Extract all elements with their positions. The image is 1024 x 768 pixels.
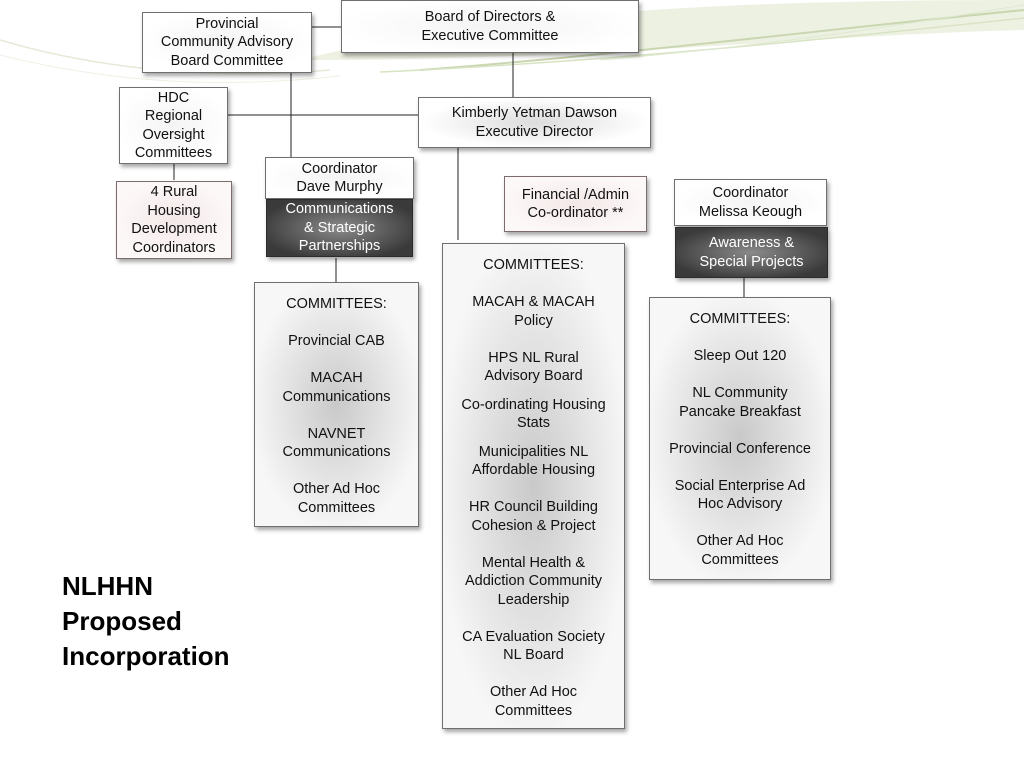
executive-director-box: Kimberly Yetman Dawson Executive Directo… — [418, 97, 651, 148]
committees-right-item: Provincial Conference — [669, 440, 811, 457]
rural-housing-box: 4 Rural Housing Development Coordinators — [116, 181, 232, 259]
coordinator-dave-line-1: Coordinator — [301, 160, 378, 177]
communications-line-3: Partnerships — [298, 238, 381, 255]
committees-left-box: COMMITTEES: Provincial CAB MACAH Communi… — [254, 282, 419, 527]
financial-admin-line-1: Financial /Admin — [521, 186, 630, 203]
committees-center-item: Mental Health & Addiction Community Lead… — [465, 554, 602, 608]
communications-line-2: & Strategic — [304, 219, 375, 236]
hdc-line-3: Oversight — [142, 126, 205, 143]
hdc-box: HDC Regional Oversight Committees — [119, 87, 228, 164]
financial-admin-line-2: Co-ordinator ** — [527, 205, 624, 221]
coordinator-melissa-line-2: Melissa Keough — [698, 203, 803, 220]
coordinator-melissa-box: Coordinator Melissa Keough — [674, 179, 827, 226]
rural-housing-line-2: Housing — [147, 202, 201, 219]
executive-director-line-2: Executive Director — [475, 123, 594, 140]
committees-center-item: CA Evaluation Society NL Board — [462, 628, 605, 664]
provincial-cab-line-3: Board Committee — [170, 52, 284, 69]
committees-left-item: MACAH Communications — [282, 370, 391, 405]
executive-director-line-1: Kimberly Yetman Dawson — [451, 105, 618, 121]
rural-housing-line-1: 4 Rural — [150, 184, 198, 200]
coordinator-dave-line-2: Dave Murphy — [296, 179, 383, 195]
committees-right-item: Other Ad Hoc Committees — [696, 533, 784, 568]
provincial-cab-box: Provincial Community Advisory Board Comm… — [142, 12, 312, 73]
rural-housing-line-4: Coordinators — [132, 239, 216, 256]
communications-box: Communications & Strategic Partnerships — [266, 199, 413, 257]
slide-title-line-2: Proposed — [62, 606, 182, 636]
board-line-2: Executive Committee — [421, 27, 559, 44]
rural-housing-line-3: Development — [131, 221, 217, 237]
committees-center-box: COMMITTEES: MACAH & MACAH Policy HPS NL … — [442, 243, 625, 729]
committees-right-heading: COMMITTEES: — [689, 311, 791, 327]
committees-right-box: COMMITTEES: Sleep Out 120 NL Community P… — [649, 297, 831, 580]
communications-line-1: Communications — [285, 201, 394, 218]
slide-title-line-3: Incorporation — [62, 641, 230, 671]
committees-center-heading: COMMITTEES: — [483, 257, 584, 273]
committees-center-item: Other Ad Hoc Committees — [489, 684, 578, 719]
slide-title: NLHHN Proposed Incorporation — [62, 569, 302, 674]
committees-center-item: Co-ordinating Housing Stats — [461, 396, 606, 432]
coordinator-dave-box: Coordinator Dave Murphy — [265, 157, 414, 199]
committees-center-item: HR Council Building Cohesion & Project — [469, 499, 598, 534]
hdc-line-2: Regional — [144, 108, 203, 124]
board-line-1: Board of Directors & — [424, 9, 556, 25]
committees-left-item: Other Ad Hoc Committees — [292, 481, 381, 516]
provincial-cab-line-1: Provincial — [195, 15, 259, 32]
hdc-line-1: HDC — [157, 89, 190, 106]
committees-center-item: Municipalities NL Affordable Housing — [471, 443, 596, 479]
committees-left-heading: COMMITTEES: — [286, 296, 387, 312]
slide-title-line-1: NLHHN — [62, 571, 153, 601]
coordinator-melissa-line-1: Coordinator — [712, 185, 789, 201]
committees-center-item: MACAH & MACAH Policy — [472, 294, 595, 329]
committees-left-item: NAVNET Communications — [282, 425, 391, 461]
hdc-line-4: Committees — [134, 145, 213, 161]
committees-right-item: Sleep Out 120 — [693, 348, 787, 364]
committees-center-item: HPS NL Rural Advisory Board — [484, 349, 583, 385]
awareness-line-2: Special Projects — [699, 253, 804, 270]
committees-right-item: NL Community Pancake Breakfast — [679, 385, 801, 420]
awareness-line-1: Awareness & — [708, 235, 795, 251]
provincial-cab-line-2: Community Advisory — [160, 34, 294, 51]
financial-admin-box: Financial /Admin Co-ordinator ** — [504, 176, 647, 232]
committees-left-item: Provincial CAB — [288, 333, 385, 349]
board-of-directors-box: Board of Directors & Executive Committee — [341, 0, 639, 53]
awareness-box: Awareness & Special Projects — [675, 227, 828, 278]
committees-right-item: Social Enterprise Ad Hoc Advisory — [674, 477, 806, 513]
